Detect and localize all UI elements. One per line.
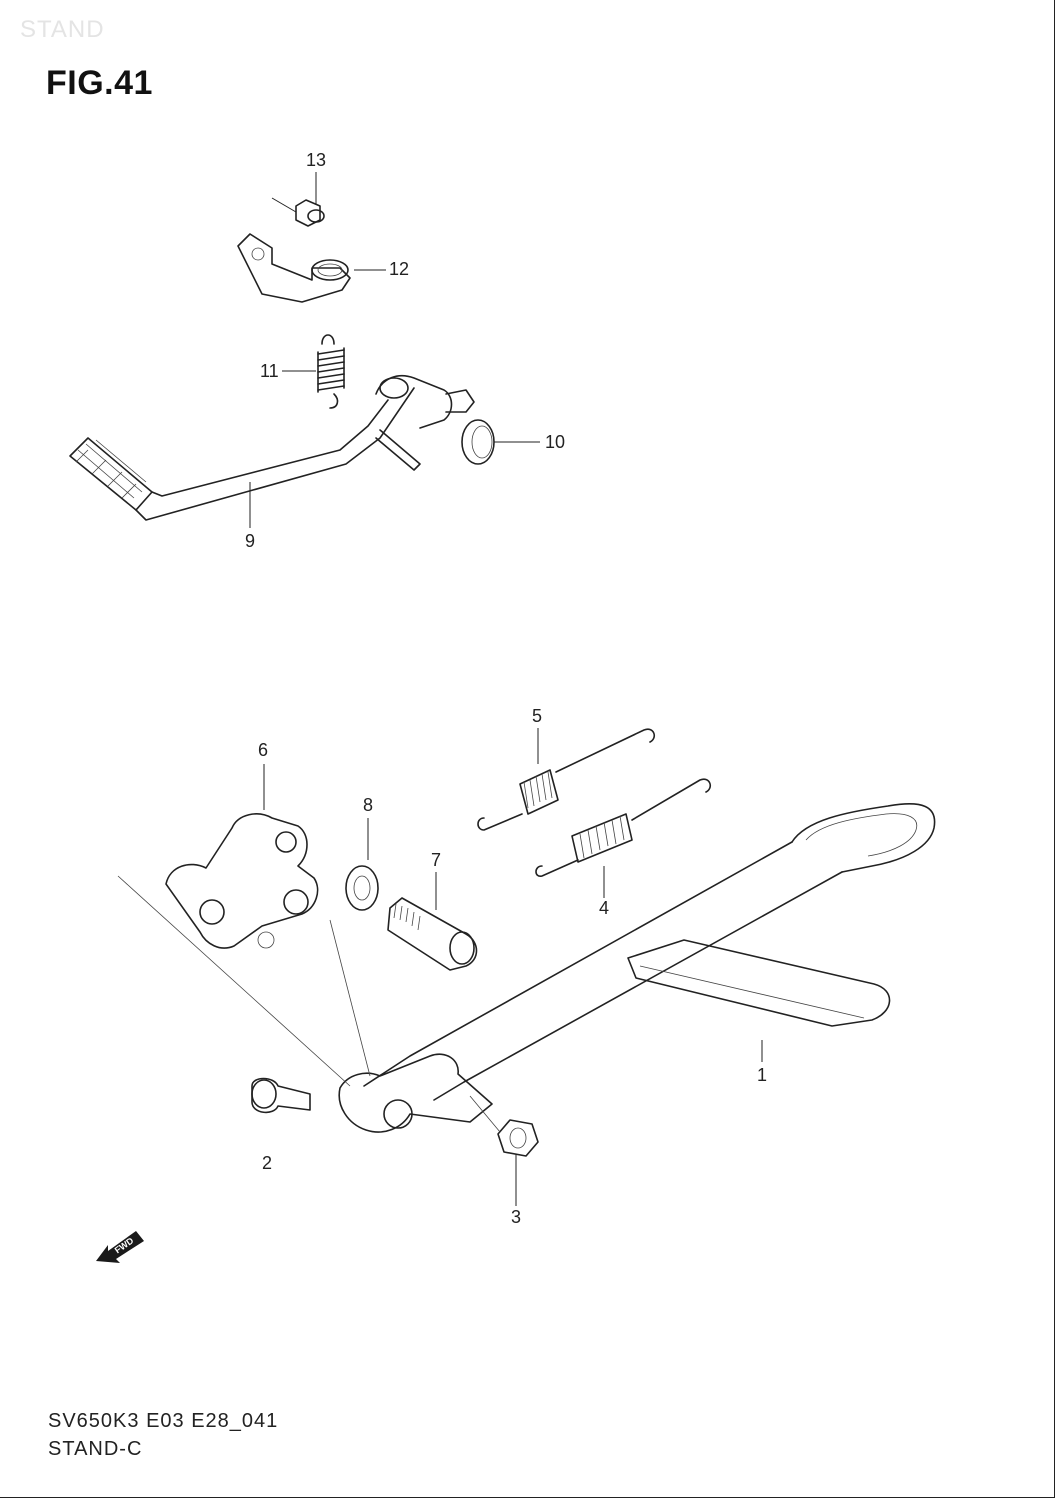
callout-13: 13 — [306, 150, 327, 170]
part-13-screw — [271, 172, 325, 227]
part-5-spring — [477, 728, 656, 831]
callout-7: 7 — [431, 850, 442, 870]
figure-title: FIG.41 — [46, 64, 153, 102]
callout-10: 10 — [545, 432, 566, 452]
callout-5: 5 — [532, 706, 543, 726]
part-2-bolt — [251, 1077, 311, 1114]
part-8-washer — [345, 818, 379, 911]
part-10-washer — [461, 419, 540, 465]
assembly-lines — [117, 875, 501, 1133]
part-3-nut — [497, 1119, 539, 1206]
callout-1: 1 — [757, 1065, 768, 1085]
callout-4: 4 — [599, 898, 610, 918]
callout-6: 6 — [258, 740, 269, 760]
diagram-name: STAND-C — [48, 1438, 143, 1460]
callout-11: 11 — [260, 361, 279, 381]
part-7-bolt — [387, 872, 478, 971]
callout-12: 12 — [389, 259, 410, 279]
callout-3: 3 — [511, 1207, 522, 1227]
callout-8: 8 — [363, 795, 374, 815]
section-watermark: STAND — [20, 16, 105, 43]
part-4-spring — [535, 778, 712, 898]
part-1-side-stand — [338, 803, 936, 1133]
callout-9: 9 — [245, 531, 256, 551]
part-12-bracket — [237, 233, 386, 303]
part-11-spring — [282, 334, 345, 409]
part-9-brake-pedal — [69, 374, 475, 528]
part-6-bracket — [165, 764, 319, 949]
callout-2: 2 — [262, 1153, 273, 1173]
diagram-code: SV650K3 E03 E28_041 — [48, 1410, 279, 1432]
fwd-arrow-icon: FWD — [92, 1225, 148, 1272]
